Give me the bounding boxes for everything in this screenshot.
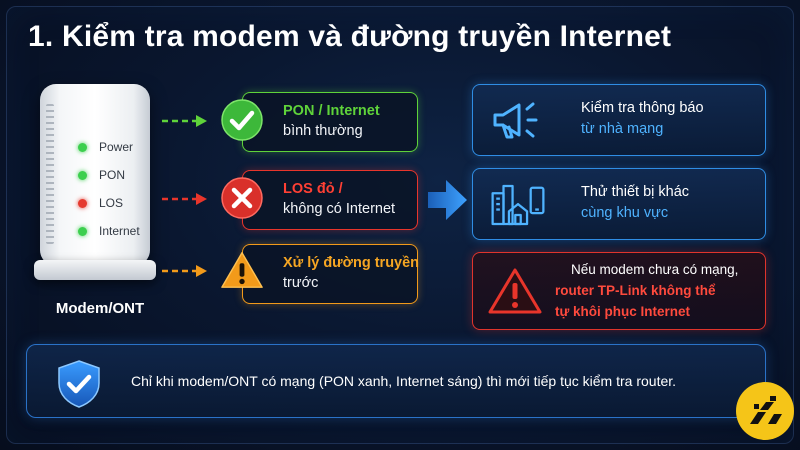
modem-device-illustration: Power PON LOS Internet [40,84,150,266]
status-title: LOS đỏ / [283,181,343,197]
card-try-other-device: Thử thiết bị khác cùng khu vực [472,168,766,240]
card-subtitle: từ nhà mạng [581,121,664,137]
status-box-warning: Xử lý đường truyền trước [242,244,420,304]
modem-caption: Modem/ONT [55,300,145,317]
led-internet-icon [78,226,87,236]
status-description: trước [283,275,319,291]
led-power-icon [78,142,87,152]
status-description: bình thường [283,123,363,139]
warning-icon [220,248,264,292]
warning-text-line: Nếu modem chưa có mạng, [571,262,739,277]
page-title: 1. Kiểm tra modem và đường truyền Intern… [28,20,672,53]
status-title: PON / Internet [283,103,380,119]
modem-vents [46,104,54,244]
brand-logo [736,382,794,440]
brand-logo-icon [750,396,782,424]
led-label: Internet [99,224,140,238]
x-icon [220,176,264,220]
led-row-internet: Internet [78,224,140,238]
note-banner: Chỉ khi modem/ONT có mạng (PON xanh, Int… [26,344,766,418]
status-box-normal: PON / Internet bình thường [242,92,418,152]
status-description: không có Internet [283,201,396,217]
warning-text-line: router TP-Link không thể [555,283,716,298]
content-frame [6,6,794,444]
led-label: LOS [99,196,124,210]
led-pon-icon [78,170,87,180]
shield-check-icon [58,360,100,408]
card-title: Thử thiết bị khác [581,184,690,200]
dashed-arrow-green-icon [162,115,207,127]
led-row-pon: PON [78,168,125,182]
dashed-arrow-red-icon [162,193,207,205]
status-title: Xử lý đường truyền [283,255,420,271]
megaphone-icon [493,102,538,139]
led-los-icon [78,198,87,208]
check-icon [220,98,264,142]
led-row-power: Power [78,140,133,154]
dashed-arrow-orange-icon [162,265,207,277]
modem-stand [34,260,156,280]
card-subtitle: cùng khu vực [581,205,669,221]
led-label: PON [99,168,126,182]
card-check-isp-notice: Kiểm tra thông báo từ nhà mạng [472,84,766,156]
warning-text-line: tự khôi phục Internet [555,304,691,319]
devices-icon [491,184,545,226]
led-label: Power [99,140,134,154]
arrow-right-icon [428,180,467,220]
status-box-los: LOS đỏ / không có Internet [242,170,418,230]
led-row-los: LOS [78,196,123,210]
warning-icon [488,268,542,314]
note-text: Chỉ khi modem/ONT có mạng (PON xanh, Int… [131,373,677,389]
card-modem-no-network-warning: Nếu modem chưa có mạng, router TP-Link k… [472,252,766,330]
card-title: Kiểm tra thông báo [581,100,704,116]
